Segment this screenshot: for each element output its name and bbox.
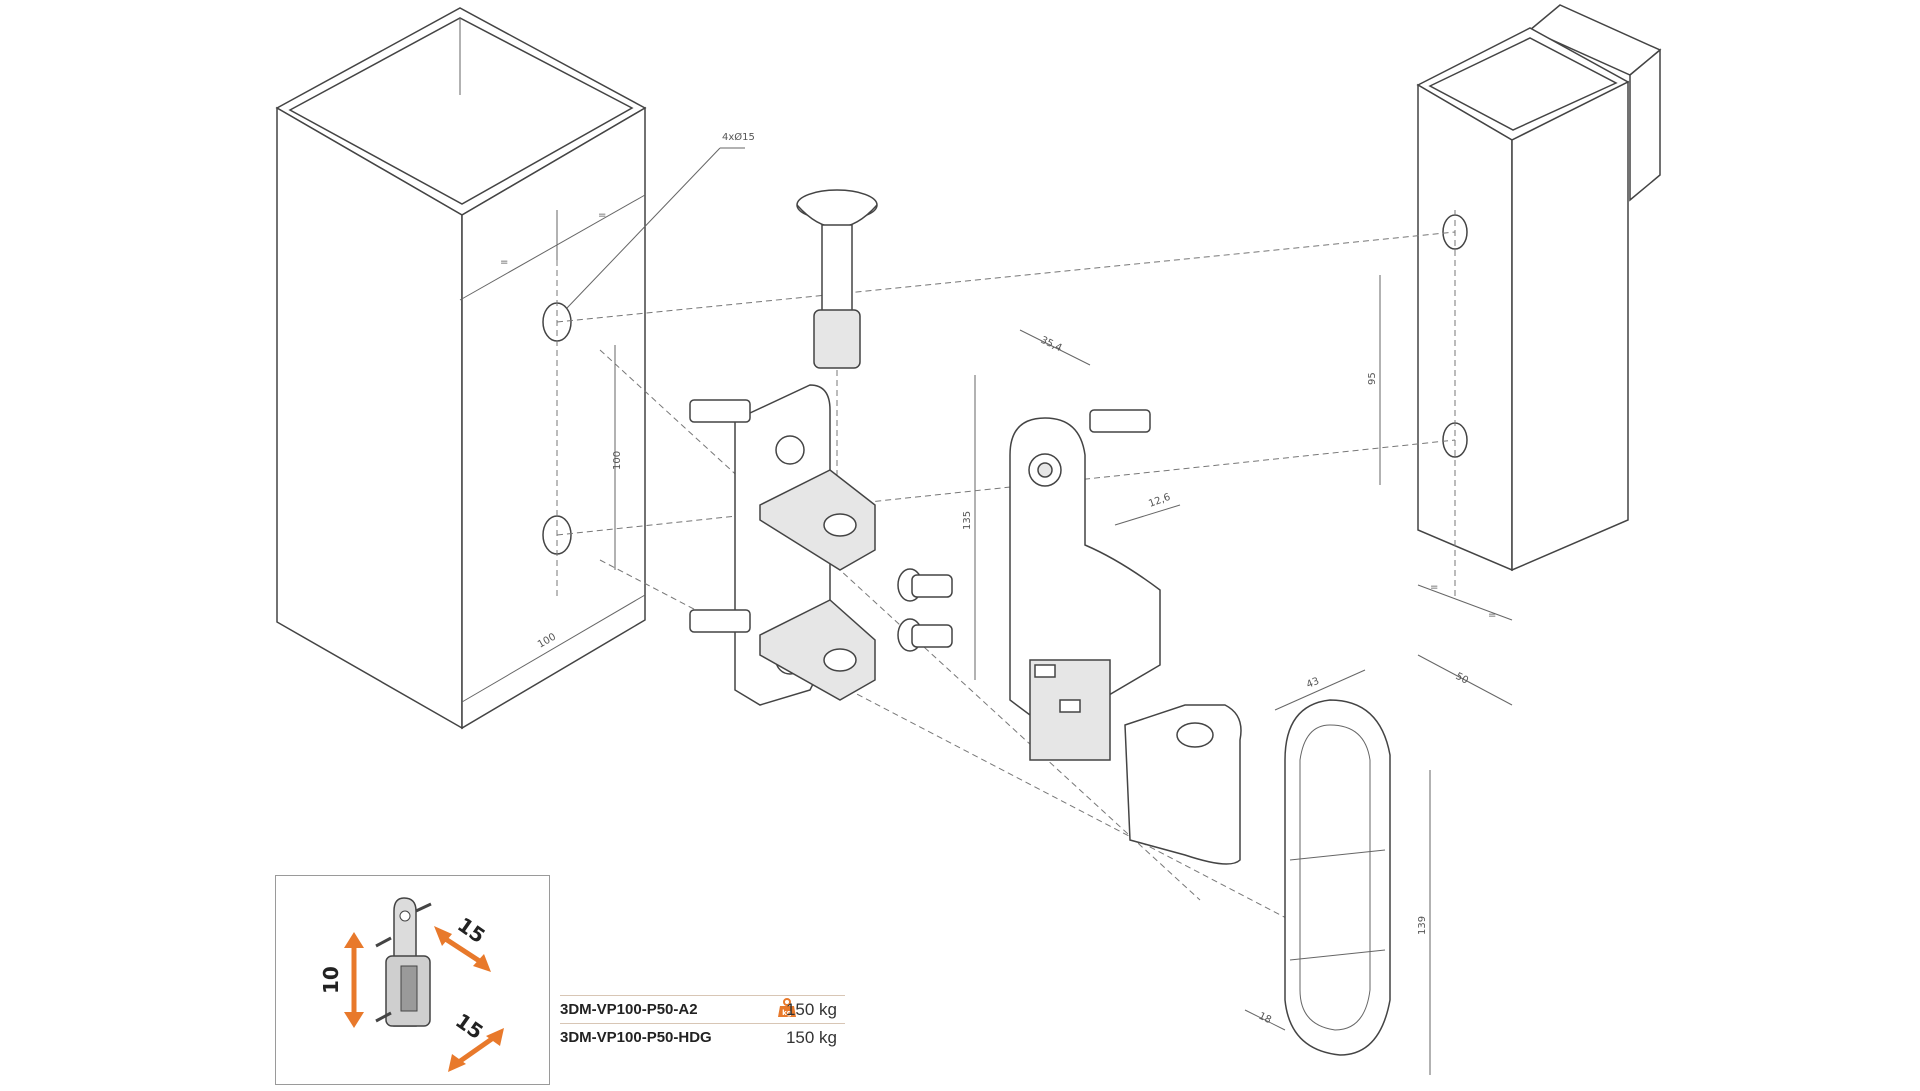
mini-hinge <box>375 897 432 1027</box>
bottom-adjust-arrow <box>448 1028 504 1072</box>
vertical-adjust-label: 10 <box>319 966 343 994</box>
left-hole-spacing-label: 100 <box>612 451 623 470</box>
holes-callout-label: 4xØ15 <box>722 131 755 143</box>
eq-mark-1: = <box>500 257 508 268</box>
eq-mark-2: = <box>598 210 606 221</box>
cover-dims: 43 139 18 <box>1244 669 1431 1075</box>
right-hole-spacing-label: 95 <box>1367 372 1378 385</box>
left-post <box>275 7 647 730</box>
post-bracket <box>1009 409 1161 761</box>
product-code: 3DM-VP100-P50-A2 <box>560 1001 698 1018</box>
gate-bracket <box>689 384 876 706</box>
top-adjust-arrow <box>434 926 491 972</box>
hinge-pin <box>796 189 878 369</box>
cover-height-label: 139 <box>1417 916 1428 935</box>
eq-mark-4: = <box>1488 610 1496 621</box>
adjustment-inset: 10 15 15 <box>275 875 550 1085</box>
product-row: 3DM-VP100-P50-HDG 150 kg <box>560 1023 845 1051</box>
product-load: 150 kg <box>785 999 837 1019</box>
left-post-dims: = = 100 100 4xØ15 <box>459 131 755 703</box>
bracket-offset-label: 12,6 <box>1147 492 1172 510</box>
top-adjust-label: 15 <box>453 912 490 948</box>
right-post-dims: 95 = = 50 <box>1367 275 1513 706</box>
right-post-width-label: 50 <box>1454 671 1470 687</box>
bottom-adjust-label: 15 <box>451 1008 488 1044</box>
product-spec-table: 3DM-VP100-P50-A2 150 kg 3DM-VP100-P50-HD… <box>560 995 845 1051</box>
product-row: 3DM-VP100-P50-A2 150 kg <box>560 995 845 1023</box>
bracket-height-label: 135 <box>962 511 973 530</box>
adjustment-illustration: 10 15 15 <box>319 897 504 1072</box>
cover-depth-label: 18 <box>1257 1011 1273 1026</box>
hinge-knuckle <box>1124 704 1242 865</box>
weight-icon-label: kg <box>782 1009 792 1017</box>
bracket-width-label: 35,4 <box>1039 335 1064 354</box>
vertical-adjust-arrow <box>344 932 364 1028</box>
product-code: 3DM-VP100-P50-HDG <box>560 1029 712 1046</box>
weight-icon: kg <box>777 998 797 1018</box>
eq-mark-3: = <box>1430 582 1438 593</box>
screws <box>897 568 953 652</box>
hinge-cover <box>1284 699 1391 1056</box>
right-post <box>1416 4 1662 600</box>
product-load: 150 kg <box>785 1027 837 1047</box>
cover-width-label: 43 <box>1305 676 1321 691</box>
